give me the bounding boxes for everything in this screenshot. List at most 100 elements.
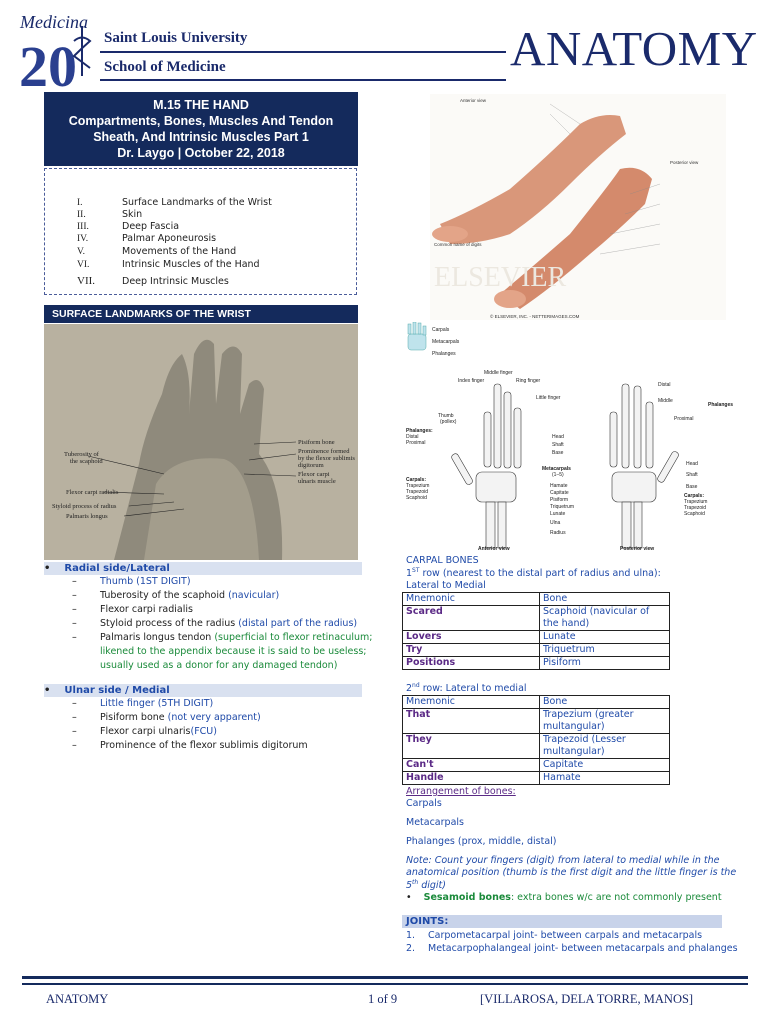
fig-label: Prominence formed [298, 448, 350, 455]
joint-item: 1.Carpometacarpal joint- between carpals… [406, 930, 703, 941]
svg-text:Scaphoid: Scaphoid [406, 495, 427, 501]
lecture-code: M.15 THE HAND [153, 98, 249, 112]
svg-text:ELSEVIER: ELSEVIER [434, 262, 567, 293]
svg-text:Head: Head [552, 434, 564, 440]
fig-label: Pisiform bone [298, 439, 335, 446]
note-line: 5th digit) [406, 879, 446, 892]
svg-text:Anterior view: Anterior view [478, 546, 510, 552]
svg-text:Carpals:: Carpals: [684, 493, 704, 499]
outline-item: III.Deep Fascia [77, 221, 180, 232]
fig-label: Posterior view [670, 160, 699, 165]
arrangement-item: Phalanges (prox, middle, distal) [406, 836, 557, 847]
footer-authors: [VILLAROSA, DELA TORRE, MANOS] [480, 992, 694, 1006]
svg-text:Middle finger: Middle finger [484, 370, 513, 376]
svg-text:(pollex): (pollex) [440, 419, 457, 425]
svg-text:Trapezoid: Trapezoid [684, 505, 706, 511]
list-item: –Prominence of the flexor sublimis digit… [72, 740, 308, 751]
outline-item: II.Skin [77, 209, 143, 220]
joints-heading: JOINTS: [402, 915, 722, 928]
wrist-surface-figure: Pisiform bone Prominence formed by the f… [44, 324, 358, 560]
svg-text:Hamate: Hamate [550, 483, 568, 489]
svg-text:Head: Head [686, 461, 698, 467]
arrangement-item: Metacarpals [406, 817, 464, 828]
outline-item: VII.Deep Intrinsic Muscles [77, 275, 229, 287]
svg-text:Ring finger: Ring finger [516, 378, 541, 384]
svg-text:Index finger: Index finger [458, 378, 484, 384]
note-line: anatomical position (thumb is the first … [406, 867, 737, 878]
svg-text:Middle: Middle [658, 398, 673, 404]
joint-item: 2.Metacarpophalangeal joint- between met… [406, 943, 738, 954]
header-rule [100, 79, 506, 81]
svg-text:Metacarpals: Metacarpals [542, 466, 571, 472]
svg-text:20: 20 [19, 34, 77, 94]
list-item: –Flexor carpi radialis [72, 604, 193, 615]
list-item: –Flexor carpi ulnaris(FCU) [72, 726, 217, 737]
list-item: –Thumb (1ST DIGIT) [72, 576, 191, 587]
svg-text:Shaft: Shaft [686, 472, 698, 478]
carpal-row2-caption: 2nd row: Lateral to medial [406, 682, 527, 695]
footer-subject: ANATOMY [46, 992, 109, 1006]
outline-item: I.Surface Landmarks of the Wrist [77, 197, 272, 208]
fig-label: ulnaris muscle [298, 478, 336, 485]
fig-label: Palmaris longus [66, 513, 108, 520]
ulnar-side-heading: •Ulnar side / Medial [44, 684, 362, 697]
svg-text:(1–5): (1–5) [552, 472, 564, 478]
page-number: 1 of 9 [368, 992, 398, 1006]
note-line: Note: Count your fingers (digit) from la… [406, 855, 720, 866]
outline-item: IV.Palmar Aponeurosis [77, 233, 217, 244]
outline-item: V.Movements of the Hand [77, 246, 237, 257]
fig-label: digitorum [298, 462, 324, 469]
school-logo: Medicina 20 [8, 6, 100, 99]
list-item: –Little finger (5TH DIGIT) [72, 698, 214, 709]
svg-text:Distal: Distal [406, 434, 419, 440]
section-header: SURFACE LANDMARKS OF THE WRIST [44, 305, 358, 323]
footer-rule [22, 976, 748, 979]
fig-label: Styloid process of radius [52, 503, 117, 510]
list-item: –Tuberosity of the scaphoid (navicular) [72, 590, 280, 601]
svg-text:Trapezoid: Trapezoid [406, 489, 428, 495]
svg-text:Trapezium: Trapezium [684, 499, 707, 505]
header-rule [100, 51, 506, 53]
svg-text:Medicina: Medicina [19, 12, 88, 32]
hand-bones-figure: Carpals Metacarpals Phalanges Middle fin… [402, 321, 758, 552]
svg-text:Base: Base [686, 484, 698, 490]
arrangement-heading: Arrangement of bones: [406, 786, 516, 797]
carpal-bones-heading: CARPAL BONES [406, 555, 479, 566]
fig-label: Flexor carpi [298, 471, 330, 478]
radial-side-heading: •Radial side/Lateral [44, 562, 362, 575]
svg-text:Phalanges: Phalanges [708, 402, 733, 408]
svg-text:Scaphoid: Scaphoid [684, 511, 705, 517]
upper-limb-figure: ELSEVIER Anterior view Posterior view Co… [430, 94, 726, 320]
svg-text:Posterior view: Posterior view [620, 546, 654, 552]
fig-label: © ELSEVIER, INC. - NETTERIMAGES.COM [490, 313, 580, 319]
sesamoid-bullet: •Sesamoid bones: extra bones w/c are not… [406, 892, 722, 903]
carpal-row1-caption: 1ST row (nearest to the distal part of r… [406, 567, 661, 580]
svg-text:Trapezium: Trapezium [406, 483, 429, 489]
fig-label: Tuberosity of [64, 451, 100, 458]
fig-label: Anterior view [460, 98, 487, 103]
list-item: –Styloid process of the radius (distal p… [72, 618, 358, 629]
svg-text:Thumb: Thumb [438, 413, 454, 419]
svg-text:Radius: Radius [550, 530, 566, 536]
svg-text:Triquetrum: Triquetrum [550, 504, 574, 510]
lecturer-date: Dr. Laygo | October 22, 2018 [117, 146, 285, 160]
svg-text:Lunate: Lunate [550, 511, 566, 517]
subject-title: ANATOMY [510, 21, 758, 76]
university-name: Saint Louis University [104, 30, 248, 46]
lecture-title-line: Sheath, And Intrinsic Muscles Part 1 [93, 130, 309, 144]
fig-label: Flexor carpi radialis [66, 489, 119, 496]
svg-text:Phalanges: Phalanges [432, 351, 456, 357]
svg-text:Proximal: Proximal [406, 440, 425, 446]
svg-text:Carpals: Carpals [432, 327, 450, 333]
svg-text:Metacarpals: Metacarpals [432, 339, 460, 345]
svg-text:Phalanges:: Phalanges: [406, 428, 433, 434]
arrangement-item: Carpals [406, 798, 442, 809]
